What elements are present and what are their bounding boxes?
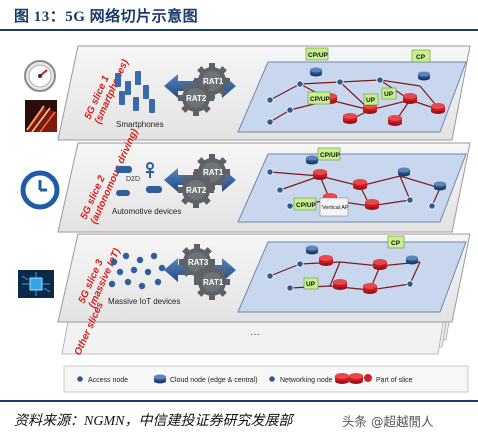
slice-1-rat-link: RAT1 RAT2 xyxy=(164,63,236,116)
automotive-cluster: D2D Automotive devices xyxy=(112,162,181,216)
node-label: UP xyxy=(306,281,316,288)
slice-3-network: CP UP xyxy=(266,235,421,294)
slice-1-panel xyxy=(57,45,471,141)
automotive-devices-label: Automotive devices xyxy=(112,207,181,216)
slice-3-panel xyxy=(57,233,471,323)
legend-networking-node: Networking node xyxy=(268,375,333,384)
network-slicing-diagram: 5G slice 1 (smartphones) 5G slice 2 (aut… xyxy=(18,45,471,393)
speedometer-icon xyxy=(24,60,56,92)
d2d-label: D2D xyxy=(126,176,140,183)
rat-label: RAT1 xyxy=(203,278,224,287)
node-label: CP/UP xyxy=(308,52,329,59)
figure-title: 图 13：5G 网络切片示意图 xyxy=(14,9,199,25)
legend-access-node: Access node xyxy=(76,375,128,384)
node-label: CP/UP xyxy=(320,152,341,159)
svg-text:Cloud node (edge & central): Cloud node (edge & central) xyxy=(170,377,258,384)
node-label: CP/UP xyxy=(310,96,331,103)
node-label: CP xyxy=(391,240,401,247)
rat-label: RAT1 xyxy=(203,77,224,86)
source-rule xyxy=(0,400,478,402)
watermark: 头条 @超越閒人 xyxy=(342,414,434,429)
more-slices-ellipsis: … xyxy=(250,327,260,338)
highway-photo-icon xyxy=(25,100,57,133)
legend-cloud-node: Cloud node (edge & central) xyxy=(154,374,258,384)
slice-2-rat-link: RAT1 RAT2 xyxy=(164,154,236,208)
figure-title-bar: 图 13：5G 网络切片示意图 xyxy=(0,0,478,31)
node-label: CP xyxy=(416,54,426,61)
node-label: UP xyxy=(366,97,376,104)
node-label: UP xyxy=(384,91,394,98)
slice-1-network: CP/UP CP CP/UP UP UP xyxy=(266,47,445,126)
clock-icon xyxy=(20,170,60,210)
iot-cluster: Massive IoT devices xyxy=(108,252,180,306)
rat-label: RAT1 xyxy=(203,168,224,177)
legend: Access node Cloud node (edge & central) … xyxy=(63,365,469,393)
smartphones-label: Smartphones xyxy=(116,120,164,129)
massive-iot-label: Massive IoT devices xyxy=(108,297,180,306)
slice-1-network-plane xyxy=(237,61,467,133)
rat-label: RAT3 xyxy=(188,258,209,267)
svg-text:Networking node: Networking node xyxy=(280,377,333,384)
legend-part-of-slice: Part of slice xyxy=(335,373,413,384)
rat-label: RAT2 xyxy=(186,94,207,103)
title-rule xyxy=(0,29,478,31)
node-label: Vertical AP xyxy=(322,205,349,211)
chip-icon xyxy=(18,270,54,298)
source-note: 资料来源：NGMN，中信建投证券研究发展部 xyxy=(14,414,293,429)
svg-text:Part of slice: Part of slice xyxy=(376,377,413,384)
slice-2-network-plane xyxy=(237,153,467,223)
node-label: CP/UP xyxy=(296,202,317,209)
svg-text:Access node: Access node xyxy=(88,377,128,384)
slice-2-network: CP/UP CP/UP Vertical AP xyxy=(266,147,446,217)
smartphones-cluster: Smartphones xyxy=(115,71,164,129)
rat-label: RAT2 xyxy=(186,186,207,195)
slice-3-rat-link: RAT3 RAT1 xyxy=(164,244,236,300)
